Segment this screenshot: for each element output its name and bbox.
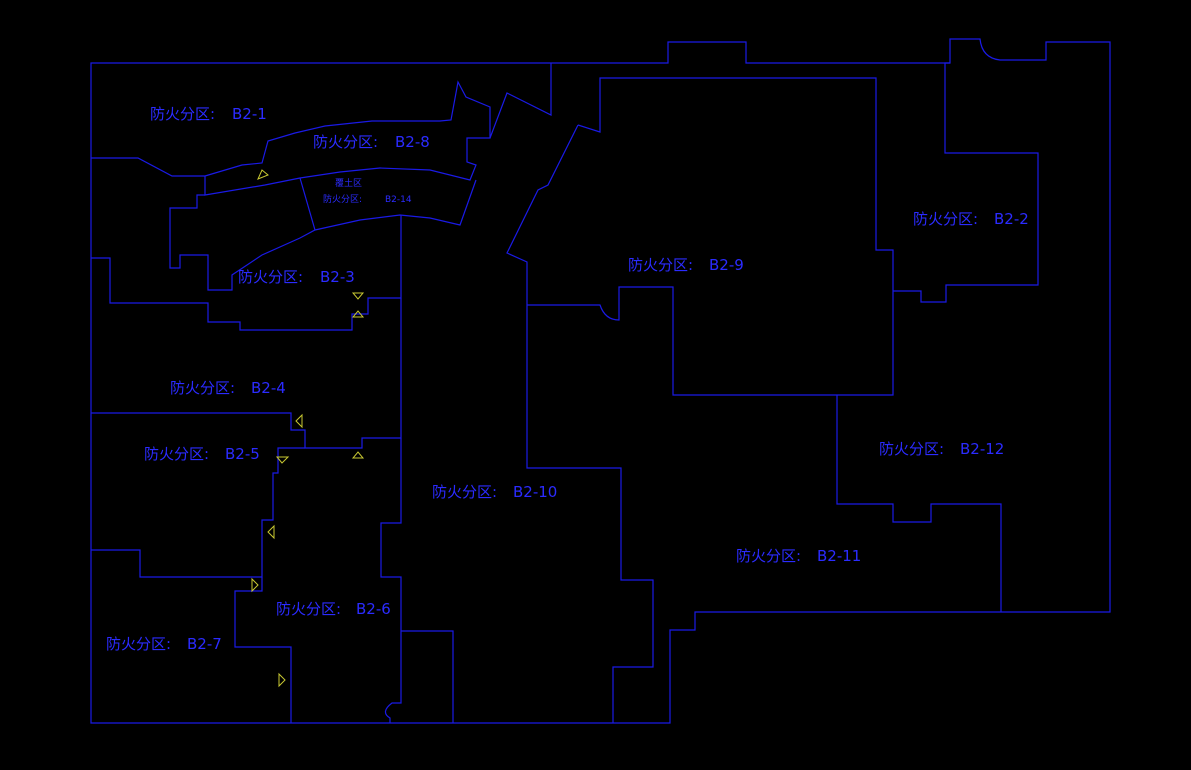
zone-label-prefix: 防火分区: xyxy=(106,635,171,653)
zone-label-prefix: 防火分区: xyxy=(323,193,362,205)
zone-label-prefix: 防火分区: xyxy=(150,105,215,123)
wall-b2-5 xyxy=(91,447,305,578)
marker-triangle xyxy=(351,451,365,459)
zone-code-b2-3: B2-3 xyxy=(320,268,355,286)
wall-outlines xyxy=(90,38,1111,724)
markers-layer xyxy=(251,169,365,688)
marker-triangle xyxy=(351,292,365,300)
wall-corridor-diagonal xyxy=(506,124,654,723)
wall-corridor xyxy=(489,63,552,139)
zone-code-b2-9: B2-9 xyxy=(709,256,744,274)
marker-triangle xyxy=(251,577,259,593)
zone-labels: 防火分区: B2-1 防火分区: B2-2 防火分区: B2-3 防火分区: B2-4 防火分区… xyxy=(106,105,1029,653)
wall-b2-8-lower xyxy=(169,179,477,291)
zone-label-prefix: 防火分区: xyxy=(144,445,209,463)
wall-b2-12 xyxy=(836,395,1002,612)
zone-code-b2-2: B2-2 xyxy=(994,210,1029,228)
wall-b2-2 xyxy=(893,62,1039,303)
zone-label-prefix: 防火分区: xyxy=(238,268,303,286)
zone-code-b2-10: B2-10 xyxy=(513,483,557,501)
marker-triangle xyxy=(257,169,269,180)
wall-b2-10 xyxy=(401,630,454,723)
wall-b2-1 xyxy=(91,80,491,196)
wall-b2-6-right xyxy=(380,438,402,723)
zone-label-prefix: 防火分区: xyxy=(170,379,235,397)
zone-code-b2-5: B2-5 xyxy=(225,445,260,463)
zone-label-prefix: 防火分区: xyxy=(432,483,497,501)
zone-code-b2-14: B2-14 xyxy=(385,195,412,205)
zone-code-b2-7: B2-7 xyxy=(187,635,222,653)
zone-code-b2-4: B2-4 xyxy=(251,379,286,397)
wall-b2-4 xyxy=(91,298,402,449)
zone-label-prefix: 防火分区: xyxy=(276,600,341,618)
zone-label-prefix: 防火分区: xyxy=(628,256,693,274)
wall-b2-9 xyxy=(527,77,894,396)
zone-code-b2-11: B2-11 xyxy=(817,547,861,565)
zone-label-prefix: 防火分区: xyxy=(313,133,378,151)
wall-b2-14 xyxy=(299,177,316,231)
marker-triangle xyxy=(278,672,286,688)
marker-triangle xyxy=(267,524,275,540)
wall-b2-6 xyxy=(234,577,292,723)
marker-triangle xyxy=(275,456,290,464)
zone-code-b2-6: B2-6 xyxy=(356,600,391,618)
zone-code-b2-8: B2-8 xyxy=(395,133,430,151)
outer-boundary xyxy=(90,38,1111,724)
zone-label-prefix: 防火分区: xyxy=(879,440,944,458)
zone-code-b2-12: B2-12 xyxy=(960,440,1004,458)
zone-code-b2-1: B2-1 xyxy=(232,105,267,123)
zone-label-prefix: 防火分区: xyxy=(913,210,978,228)
zone-label-prefix: 防火分区: xyxy=(736,547,801,565)
wall-b2-3 xyxy=(91,215,402,331)
marker-triangle xyxy=(351,310,365,318)
marker-triangle xyxy=(295,413,303,429)
zone-title: 覆土区 xyxy=(335,177,362,189)
